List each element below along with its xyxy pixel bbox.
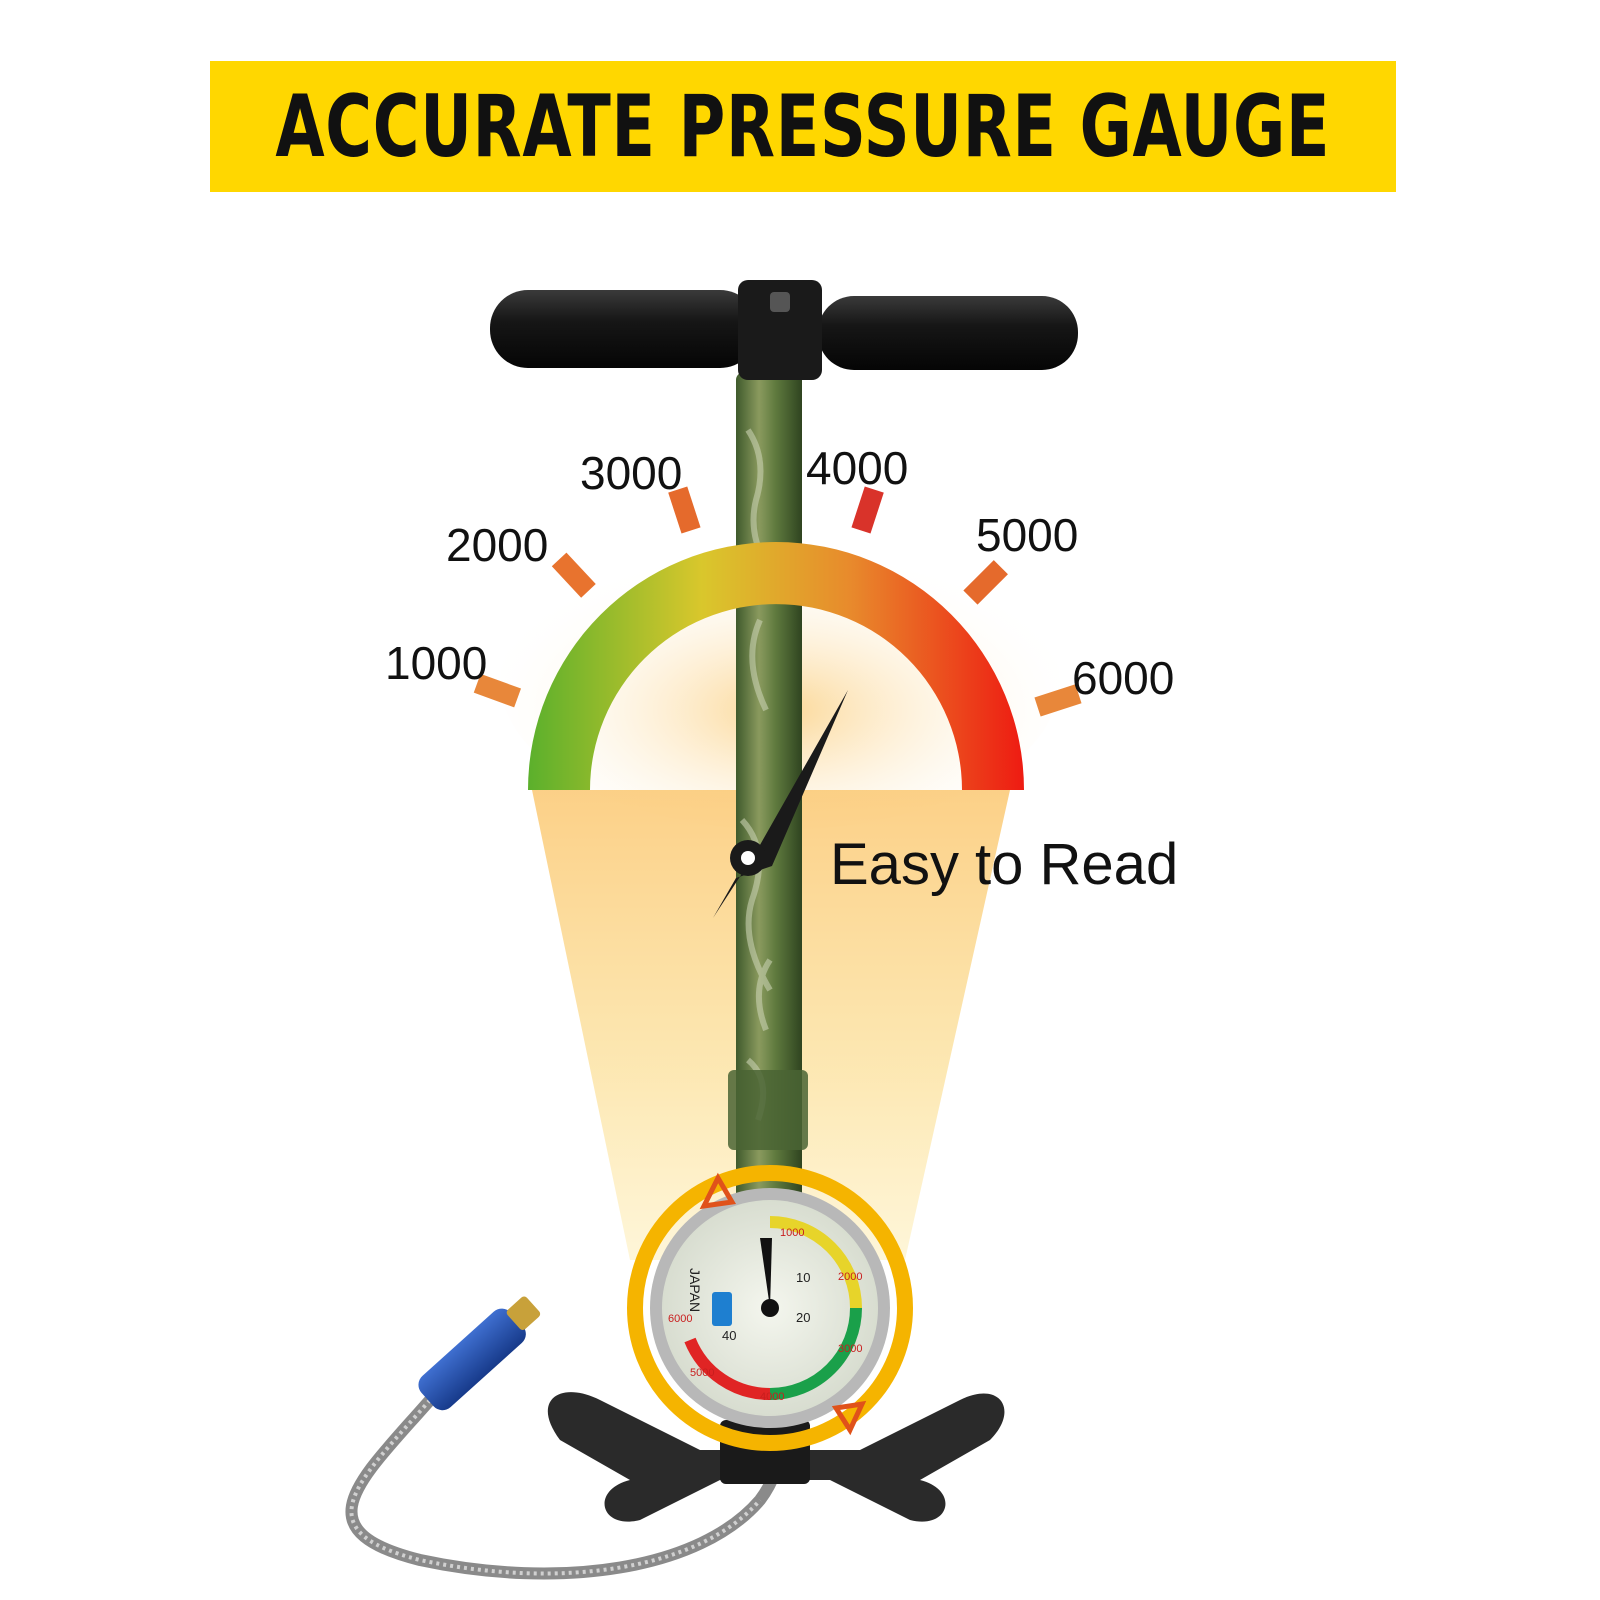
gauge-red-band <box>684 1337 771 1401</box>
dial-mark-5000: 5000 <box>690 1367 714 1379</box>
scale-label-4000: 4000 <box>806 442 909 494</box>
dial-mark-40: 40 <box>722 1328 736 1343</box>
caption-text: Easy to Read <box>830 832 1179 897</box>
right-grip <box>818 296 1078 370</box>
dial-mark-10: 10 <box>796 1270 810 1285</box>
arc-needle <box>713 690 848 918</box>
hub-bolt <box>770 292 790 312</box>
scale-label-1000: 1000 <box>385 637 488 689</box>
handle-hub <box>738 280 822 380</box>
gauge-needle-hub <box>761 1299 779 1317</box>
scale-tick-5000 <box>963 560 1008 605</box>
pressure-arc <box>528 542 1024 790</box>
gauge-ring <box>627 1165 913 1451</box>
scale-label-2000: 2000 <box>446 519 549 571</box>
dial-mark-20: 20 <box>796 1310 810 1325</box>
hose-braid <box>349 1398 762 1576</box>
blue-connector <box>418 1296 541 1411</box>
base-block <box>720 1420 810 1484</box>
gauge-green-band <box>769 1307 862 1400</box>
gauge-needle <box>760 1238 772 1308</box>
gauge-dial-marks: 1000 2000 3000 4000 5000 6000 10 20 40 JAPAN <box>668 1227 862 1403</box>
scale-label-6000: 6000 <box>1072 652 1175 704</box>
title-banner: ACCURATE PRESSURE GAUGE <box>210 61 1396 192</box>
scale-tick-4000 <box>851 486 884 534</box>
camo-pattern <box>739 428 779 1121</box>
scale-tick-3000 <box>668 486 701 534</box>
gauge-logo <box>712 1292 732 1326</box>
needle-hub-center <box>741 851 755 865</box>
scale-ticks <box>473 486 1082 717</box>
gauge-yellow-band <box>769 1216 862 1309</box>
rotate-arrow-bottom <box>831 1400 867 1436</box>
rotate-arrow-top <box>699 1172 737 1210</box>
dial-mark-3000: 3000 <box>838 1343 862 1355</box>
left-grip <box>490 290 758 368</box>
banner-title: ACCURATE PRESSURE GAUGE <box>275 76 1331 177</box>
dial-mark-4000: 4000 <box>760 1391 784 1403</box>
scale-label-3000: 3000 <box>580 447 683 499</box>
dial-mark-2000: 2000 <box>838 1271 862 1283</box>
barrel-collar <box>728 1070 808 1150</box>
scale-label-5000: 5000 <box>976 509 1079 561</box>
dial-mark-1000: 1000 <box>780 1227 804 1239</box>
scale-tick-1000 <box>473 673 522 708</box>
scale-tick-2000 <box>551 552 596 598</box>
gauge-brand-text: JAPAN <box>687 1268 703 1312</box>
scale-tick-6000 <box>1034 684 1082 717</box>
dial-mark-6000: 6000 <box>668 1313 692 1325</box>
